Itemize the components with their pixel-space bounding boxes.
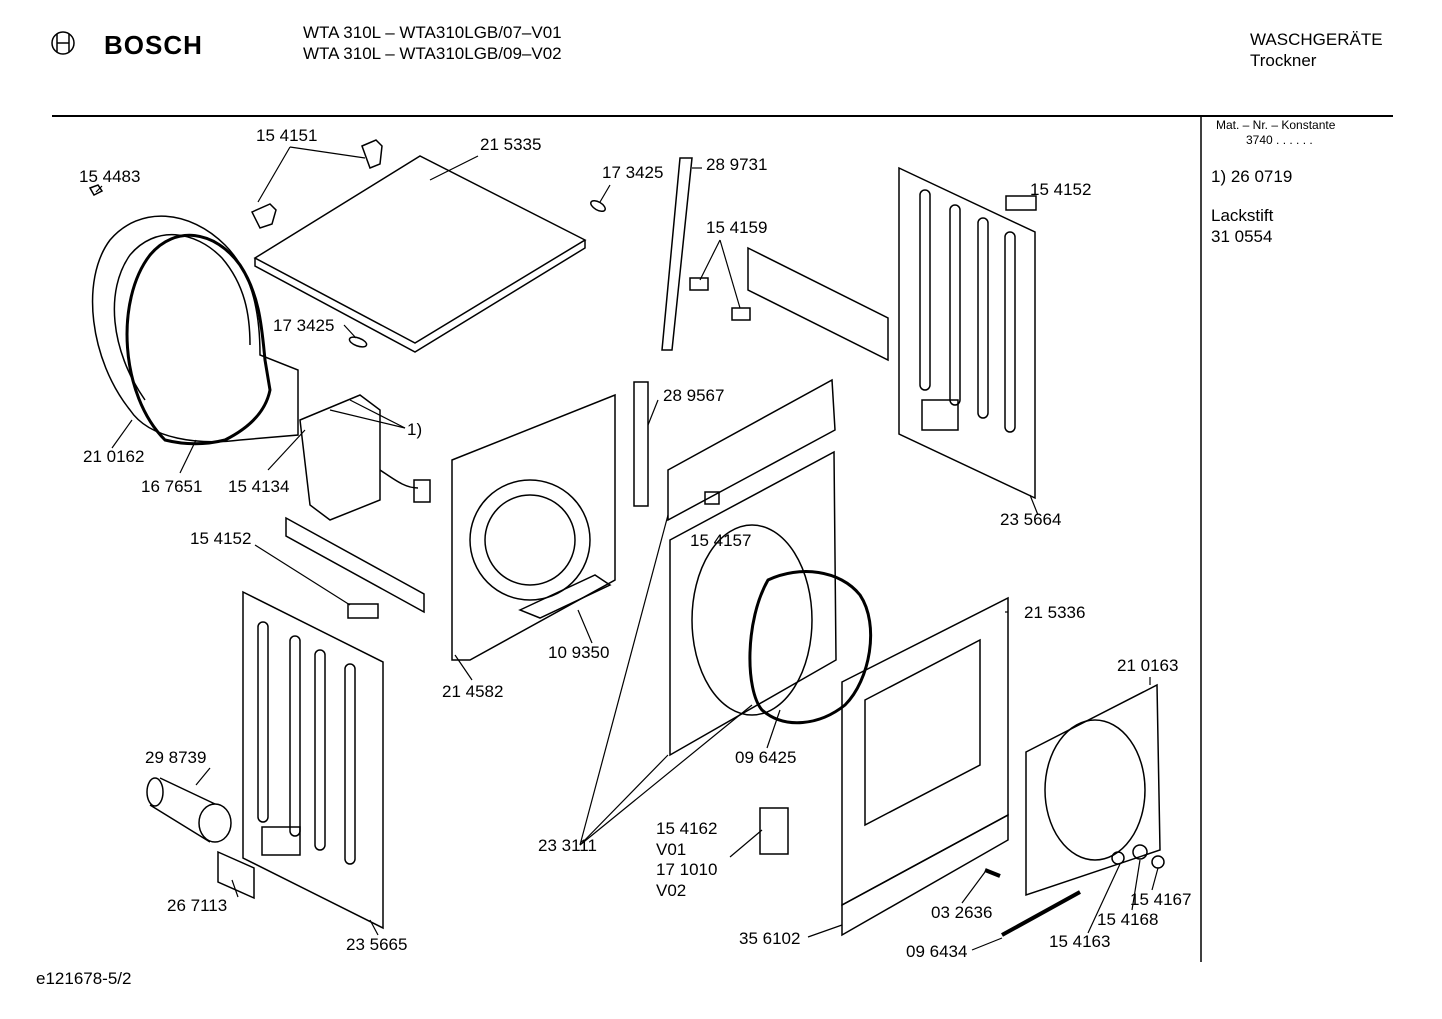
part-label: 16 7651 <box>141 477 203 496</box>
cap-part <box>590 199 606 213</box>
part-label: 17 3425 <box>273 316 335 335</box>
gasket-part <box>1001 890 1081 937</box>
screw-part <box>88 184 104 196</box>
part-label: 17 1010 <box>656 860 718 879</box>
top-cover-part <box>253 155 587 353</box>
bracket-part <box>250 203 277 229</box>
door-part <box>1025 683 1161 897</box>
part-label: 21 4582 <box>442 682 504 701</box>
note-1: 1) 26 0719 <box>1211 167 1293 186</box>
part-label: 15 4483 <box>79 167 141 186</box>
bosch-logo-icon <box>51 31 75 55</box>
rail-part <box>285 516 425 619</box>
part-label: 15 4134 <box>228 477 290 496</box>
part-label: 03 2636 <box>931 903 993 922</box>
knob-part <box>1111 851 1125 865</box>
part-label: 17 3425 <box>602 163 664 182</box>
gasket-part <box>748 570 873 725</box>
lackstift-value: 31 0554 <box>1211 227 1273 246</box>
part-label: 28 9731 <box>706 155 768 174</box>
part-label: V01 <box>656 840 687 859</box>
part-label: 15 4167 <box>1130 890 1192 909</box>
knob-part <box>1132 844 1148 860</box>
screw-part <box>984 868 1001 878</box>
cover-part <box>217 850 255 900</box>
part-label: 15 4157 <box>690 531 752 550</box>
part-label: 15 4159 <box>706 218 768 237</box>
socket-part <box>759 807 789 855</box>
strip-part <box>661 157 693 351</box>
crossbar-part <box>689 246 889 362</box>
part-label: 23 3111 <box>538 836 597 855</box>
subcategory: Trockner <box>1250 51 1317 70</box>
strip-part <box>633 381 649 507</box>
model-line-2: WTA 310L – WTA310LGB/09–V02 <box>303 44 562 63</box>
part-label: 21 5335 <box>480 135 542 154</box>
knob-part <box>1151 855 1165 869</box>
side-panel-left-part <box>242 590 384 930</box>
cap-part <box>348 336 368 348</box>
part-label: 09 6434 <box>906 942 968 961</box>
bracket-part <box>361 139 383 169</box>
lackstift-label: Lackstift <box>1211 206 1274 225</box>
category: WASCHGERÄTE <box>1250 30 1383 49</box>
part-label: 15 4162 <box>656 819 718 838</box>
part-label: 09 6425 <box>735 748 797 767</box>
part-label: 15 4152 <box>190 529 252 548</box>
part-label: V02 <box>656 881 687 900</box>
block-part <box>1005 195 1037 211</box>
part-label: 10 9350 <box>548 643 610 662</box>
part-label: 35 6102 <box>739 929 801 948</box>
part-label: 15 4168 <box>1097 910 1159 929</box>
part-label: 15 4163 <box>1049 932 1111 951</box>
mat-value: 3740 . . . . . . <box>1246 133 1313 147</box>
mat-label: Mat. – Nr. – Konstante <box>1216 118 1336 132</box>
part-label: 21 0162 <box>83 447 145 466</box>
brand-name: BOSCH <box>104 30 203 60</box>
heater-part <box>299 394 431 521</box>
part-label: 21 0163 <box>1117 656 1179 675</box>
seal-part <box>125 233 272 446</box>
part-label: 1) <box>407 420 423 439</box>
part-label: 23 5665 <box>346 935 408 954</box>
part-label: 29 8739 <box>145 748 207 767</box>
part-label: 21 5336 <box>1024 603 1086 622</box>
part-label: 15 4151 <box>256 126 318 145</box>
part-label: 28 9567 <box>663 386 725 405</box>
part-label: 26 7113 <box>167 896 228 915</box>
document-id: e121678-5/2 <box>36 969 132 988</box>
back-panel-part <box>898 166 1036 500</box>
part-label: 15 4152 <box>1030 180 1092 199</box>
model-line-1: WTA 310L – WTA310LGB/07–V01 <box>303 23 562 42</box>
inner-front-panel-part <box>451 393 616 661</box>
vent-hose-part <box>146 777 232 843</box>
duct-part <box>518 574 612 619</box>
front-frame-part <box>667 378 837 757</box>
part-label: 23 5664 <box>1000 510 1062 529</box>
front-panel-part <box>841 596 1009 907</box>
